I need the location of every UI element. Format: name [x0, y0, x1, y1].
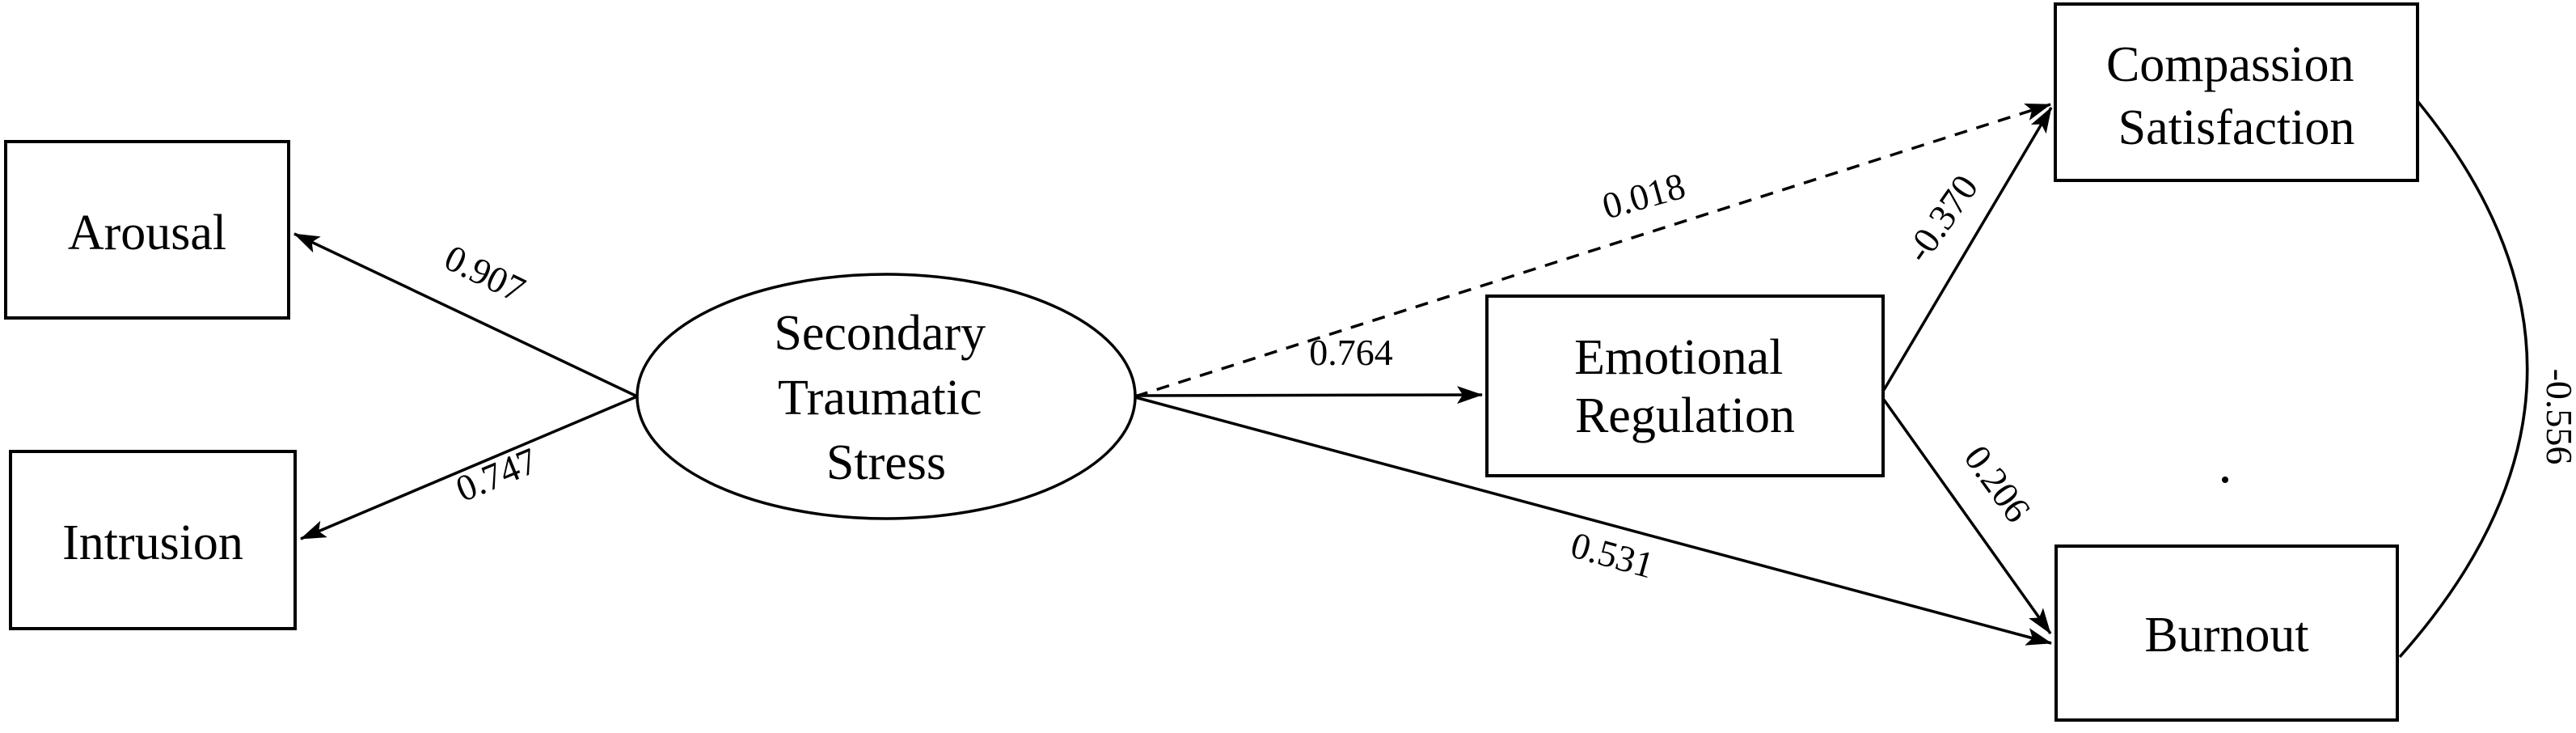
compassion-satisfaction-label: Compassion Satisfaction	[2106, 37, 2367, 155]
arousal-box	[4, 140, 290, 320]
edge-sts-emotional-regulation	[1134, 386, 1483, 405]
intrusion-box	[9, 450, 297, 630]
arousal-label: Arousal	[68, 205, 226, 261]
burnout-label: Burnout	[2144, 608, 2308, 663]
emotional-regulation-label: Emotional Regulation	[1574, 330, 1796, 443]
edge-label-covariance: -0.556	[2539, 369, 2576, 465]
edge-sts-arousal	[293, 232, 638, 398]
edge-label-sts-compassion-satisfaction: 0.018	[1598, 165, 1689, 227]
edge-label-sts-intrusion: 0.747	[450, 439, 543, 510]
edge-label-emotional-regulation-burnout: 0.206	[1956, 438, 2038, 530]
edge-label-sts-emotional-regulation: 0.764	[1309, 332, 1393, 373]
edge-label-emotional-regulation-compassion-satisfaction: -0.370	[1897, 167, 1986, 270]
edge-emotional-regulation-burnout	[1882, 398, 2052, 635]
intrusion-label: Intrusion	[62, 515, 243, 570]
edge-sts-compassion-satisfaction	[1134, 103, 2051, 398]
edges-group	[293, 100, 2529, 659]
secondary-traumatic-stress-ellipse	[636, 273, 1137, 520]
edge-sts-burnout	[1134, 396, 2052, 646]
edge-label-sts-arousal: 0.907	[438, 236, 531, 310]
edge-compassion-satisfaction-burnout-covariance	[2398, 100, 2529, 659]
compassion-satisfaction-box	[2054, 2, 2419, 182]
nodes-group: Secondary Traumatic Stress Arousal Intru…	[4, 2, 2419, 722]
burnout-box	[2054, 544, 2399, 722]
edge-sts-intrusion	[300, 395, 638, 540]
stray-dot	[2222, 477, 2228, 483]
secondary-traumatic-stress-label: Secondary Traumatic Stress	[774, 306, 998, 490]
edge-emotional-regulation-compassion-satisfaction	[1882, 107, 2053, 391]
emotional-regulation-box	[1485, 294, 1885, 477]
